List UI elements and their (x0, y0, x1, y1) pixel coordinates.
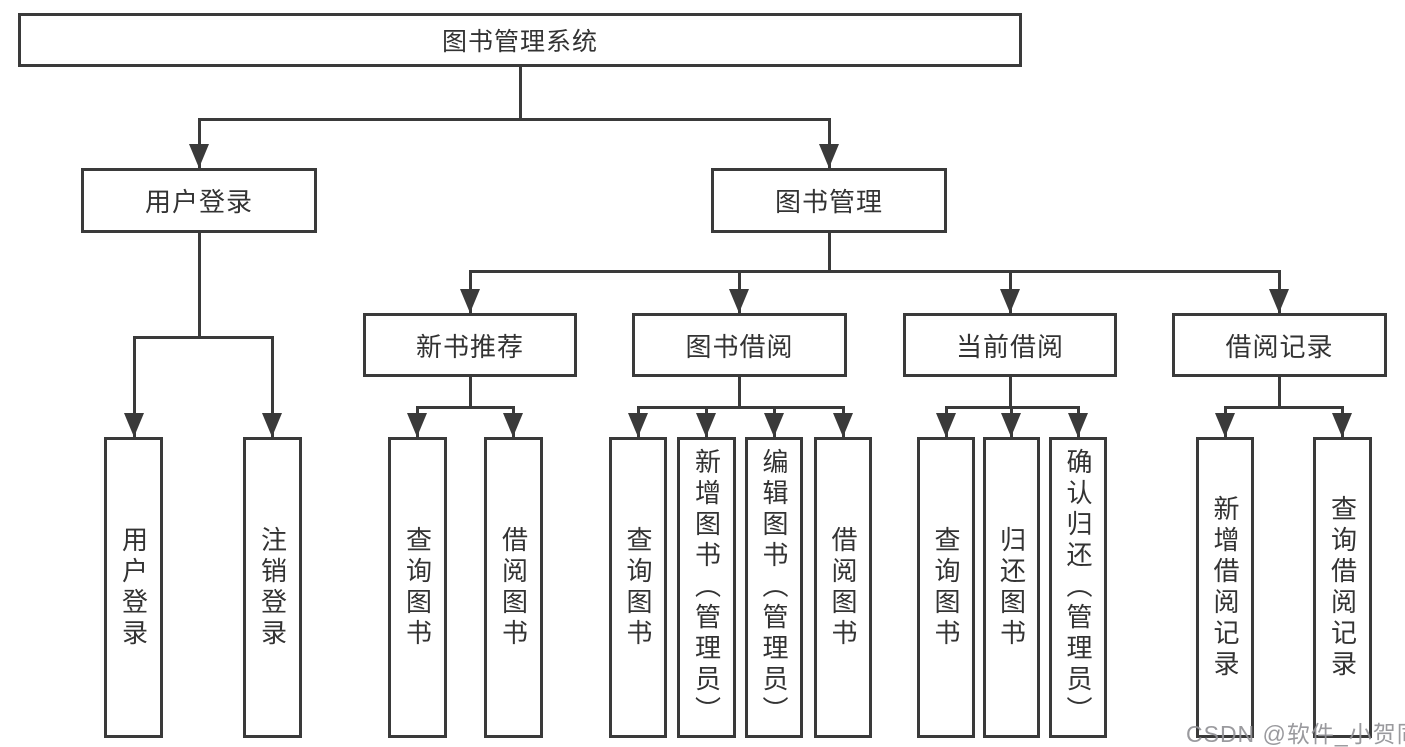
edge-userlogin-drop (198, 233, 201, 336)
leaf-logout: 注销登录 (243, 437, 302, 738)
leaf-return-book: 归还图书 (983, 437, 1040, 738)
arrow-bb-query (628, 413, 648, 437)
leaf-recommend-query-book: 查询图书 (388, 437, 447, 738)
node-book-borrow: 图书借阅 (632, 313, 847, 377)
arrow-br-query (1332, 413, 1352, 437)
leaf-add-borrow-record: 新增借阅记录 (1196, 437, 1254, 738)
leaf-borrow-book: 借阅图书 (814, 437, 872, 738)
edge-to-leaf-user-login (133, 336, 136, 437)
leaf-recommend-borrow-book: 借阅图书 (484, 437, 543, 738)
watermark-text: CSDN @软件_小贺同学 (1186, 721, 1405, 747)
arrow-cb-return (1001, 413, 1021, 437)
leaf-add-book-admin: 新增图书（管理员） (677, 437, 736, 738)
arrow-bb-edit (764, 413, 784, 437)
leaf-current-query-book: 查询图书 (917, 437, 975, 738)
arrow-leaf-user-login (124, 413, 144, 437)
edge-currentborrow-drop (1009, 377, 1012, 406)
edge-bookmgmt-branch (469, 270, 1281, 273)
edge-bookborrow-branch (637, 406, 845, 409)
leaf-borrow-query-book: 查询图书 (609, 437, 667, 738)
arrow-cb-query (936, 413, 956, 437)
edge-root-branch (198, 118, 831, 121)
arrow-br-add (1215, 413, 1235, 437)
node-root: 图书管理系统 (18, 13, 1022, 67)
arrow-leaf-logout (262, 413, 282, 437)
arrow-recommend-query (407, 413, 427, 437)
edge-userlogin-branch (133, 336, 274, 339)
arrow-book-borrow (729, 289, 749, 313)
arrow-recommend-borrow (503, 413, 523, 437)
edge-root-to-user-login (198, 118, 201, 168)
arrow-book-management (819, 144, 839, 168)
arrow-bb-add (696, 413, 716, 437)
arrow-current-borrow (1000, 289, 1020, 313)
edge-root-to-book-management (828, 118, 831, 168)
edge-borrowrecord-drop (1278, 377, 1281, 406)
leaf-edit-book-admin: 编辑图书（管理员） (745, 437, 803, 738)
arrow-new-book-recommend (460, 289, 480, 313)
leaf-confirm-return-admin: 确认归还（管理员） (1049, 437, 1107, 738)
node-current-borrow: 当前借阅 (903, 313, 1117, 377)
edge-bookmgmt-drop (828, 233, 831, 270)
node-borrow-record: 借阅记录 (1172, 313, 1387, 377)
leaf-user-login: 用户登录 (104, 437, 163, 738)
edge-recommend-drop (469, 377, 472, 406)
arrow-cb-confirm (1068, 413, 1088, 437)
edge-borrowrecord-branch (1224, 406, 1343, 409)
node-book-management: 图书管理 (711, 168, 947, 233)
node-user-login: 用户登录 (81, 168, 317, 233)
edge-bookborrow-drop (738, 377, 741, 406)
edge-to-leaf-logout (271, 336, 274, 437)
leaf-query-borrow-record: 查询借阅记录 (1313, 437, 1372, 738)
arrow-borrow-record (1269, 289, 1289, 313)
node-new-book-recommend: 新书推荐 (363, 313, 577, 377)
edge-root-drop (519, 67, 522, 118)
edge-recommend-branch (416, 406, 514, 409)
arrow-user-login (189, 144, 209, 168)
arrow-bb-borrow (833, 413, 853, 437)
